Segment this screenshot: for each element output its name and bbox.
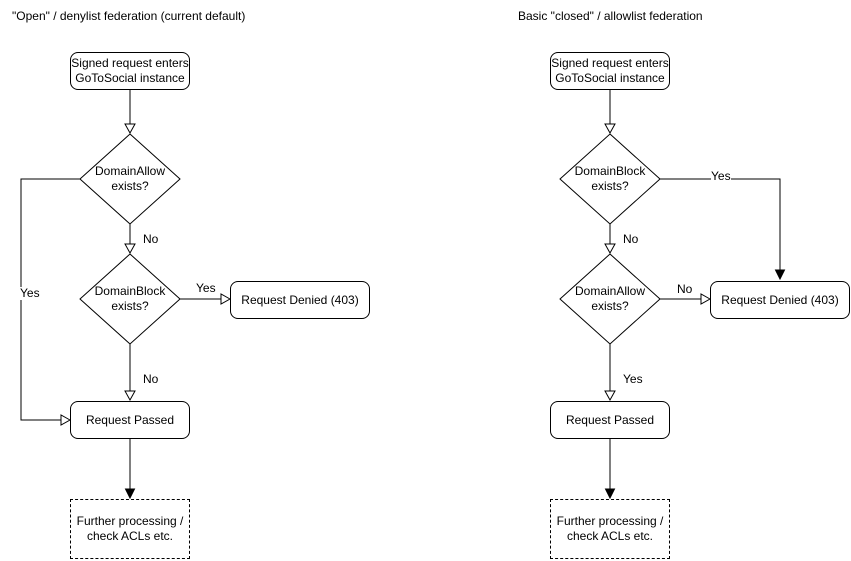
left-decision2-no-label: No: [143, 372, 159, 386]
right-decision1-no-label: No: [623, 232, 639, 246]
right-start-node: Signed request enters GoToSocial instanc…: [550, 52, 670, 90]
right-decision1-yes-label: Yes: [711, 169, 731, 183]
edge-left-start-to-decision1: [124, 90, 136, 135]
edge-right-decision2-yes-to-passed: [604, 344, 616, 402]
right-decision2-no-label: No: [677, 282, 693, 296]
left-start-node: Signed request enters GoToSocial instanc…: [70, 52, 190, 90]
left-passed-node: Request Passed: [70, 401, 190, 439]
left-decision1-yes-label: Yes: [20, 286, 40, 300]
left-decision2-label: DomainBlock exists?: [94, 284, 166, 313]
left-chart-title: "Open" / denylist federation (current de…: [12, 9, 246, 23]
left-denied-node: Request Denied (403): [230, 281, 370, 319]
right-decision2-yes-label: Yes: [623, 372, 643, 386]
right-decision2-label: DomainAllow exists?: [574, 284, 646, 313]
edge-left-passed-to-further: [124, 439, 136, 500]
edge-right-start-to-decision1: [604, 90, 616, 135]
left-decision1-no-label: No: [143, 232, 159, 246]
right-denied-node: Request Denied (403): [710, 281, 850, 319]
edge-right-decision1-yes-to-denied: [660, 178, 786, 281]
right-chart-title: Basic "closed" / allowlist federation: [518, 9, 703, 23]
edge-left-decision1-yes-to-passed: [20, 178, 80, 426]
right-further-node: Further processing / check ACLs etc.: [550, 499, 670, 559]
edge-right-decision2-no-to-denied: [660, 293, 712, 305]
left-decision2-yes-label: Yes: [196, 281, 216, 295]
right-decision1-label: DomainBlock exists?: [574, 164, 646, 193]
edge-right-decision1-no-to-decision2: [604, 224, 616, 255]
left-further-node: Further processing / check ACLs etc.: [70, 499, 190, 559]
edge-left-decision2-no-to-passed: [124, 344, 136, 402]
edge-left-decision1-no-to-decision2: [124, 224, 136, 255]
left-decision1-label: DomainAllow exists?: [94, 164, 166, 193]
edge-right-passed-to-further: [604, 439, 616, 500]
edge-left-decision2-yes-to-denied: [180, 293, 232, 305]
right-passed-node: Request Passed: [550, 401, 670, 439]
